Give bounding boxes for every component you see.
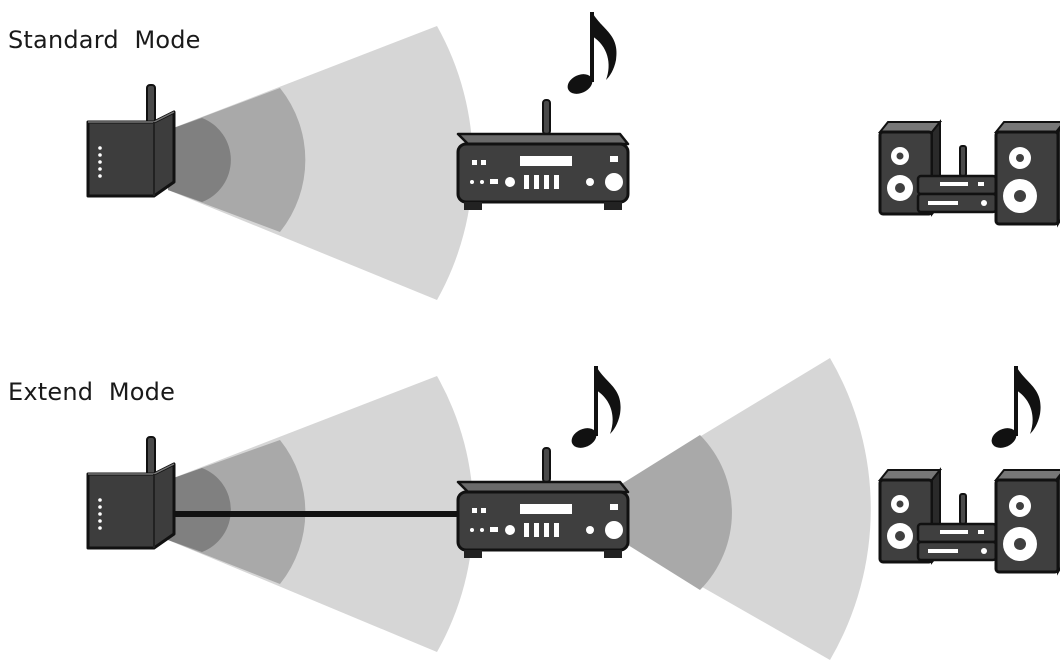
extend-signal-wave-receiver <box>620 358 871 660</box>
music-note-icon-receiver <box>566 364 623 454</box>
standard-signal-wave <box>168 26 473 300</box>
router-icon <box>86 83 176 198</box>
network-receiver-icon <box>456 98 630 212</box>
extend-mode-title: Extend Mode <box>8 378 176 406</box>
router-icon-extend <box>86 435 176 550</box>
mini-stereo-icon <box>878 120 1060 226</box>
network-receiver-icon-extend <box>456 446 630 560</box>
music-note-icon-stereo <box>986 364 1043 454</box>
mini-stereo-icon-extend <box>878 468 1060 574</box>
standard-mode-title: Standard Mode <box>8 26 201 54</box>
music-note-icon <box>562 10 619 100</box>
